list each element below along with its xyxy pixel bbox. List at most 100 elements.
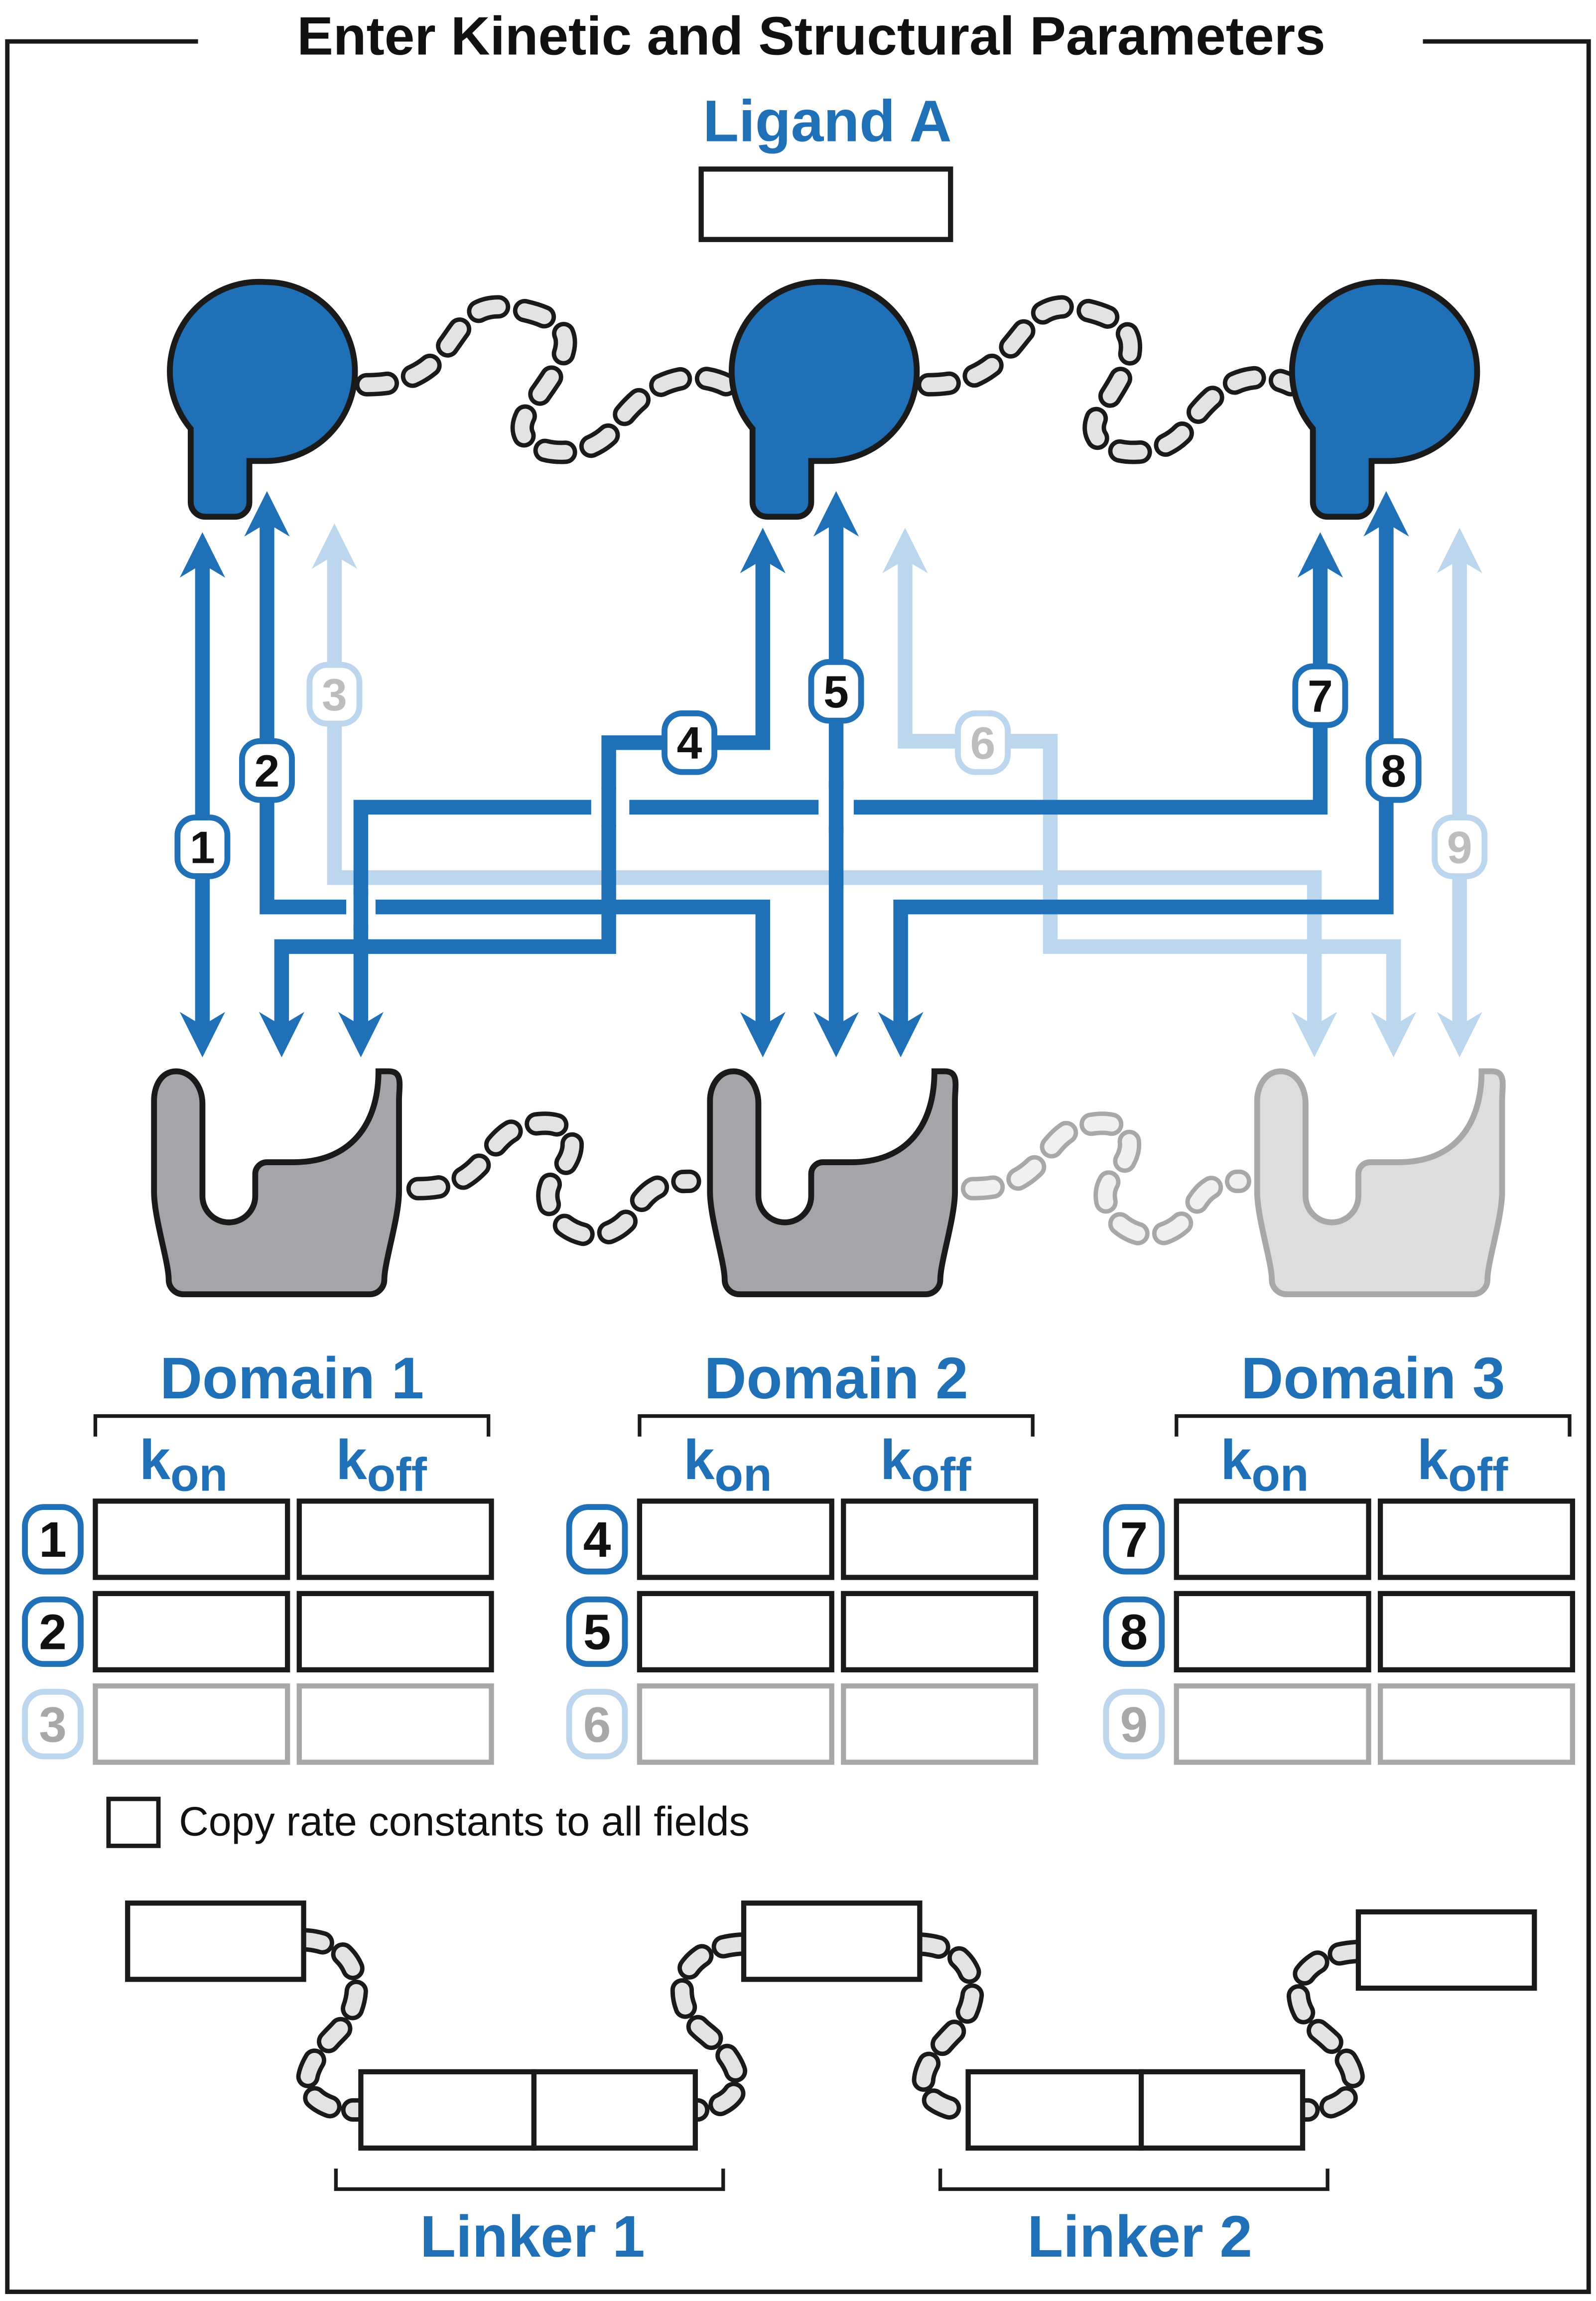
domain-linker-chain-2 [960,1111,1251,1247]
linker-end-field-1[interactable] [125,1900,306,1982]
kon-input-4[interactable] [637,1498,834,1580]
domain-bracket [1175,1414,1572,1437]
domain-bracket [93,1414,491,1437]
linker-2-label: Linker 2 [1027,2203,1252,2269]
domain-title: Domain 3 [1241,1345,1505,1411]
domain-linker-chain-1 [406,1111,701,1247]
koff-input-6[interactable] [841,1683,1039,1765]
koff-input-9[interactable] [1377,1683,1576,1765]
kon-input-9[interactable] [1174,1683,1371,1765]
row-number: 9 [1120,1697,1148,1753]
linker-section-chains [293,1928,1369,2122]
kon-input-8[interactable] [1174,1591,1371,1673]
koff-input-2[interactable] [296,1591,494,1673]
path-badge-4: 4 [662,710,718,775]
kon-input-3[interactable] [93,1683,290,1765]
svg-text:1: 1 [190,822,215,873]
copy-rate-constants-label: Copy rate constants to all fields [179,1799,750,1845]
svg-text:8: 8 [1381,746,1406,797]
rate-row-7: 7 [1103,1498,1576,1580]
linker-1-bracket [334,2168,725,2191]
path-badge-8: 8 [1365,738,1422,803]
koff-input-1[interactable] [296,1498,494,1580]
svg-text:4: 4 [677,718,702,769]
row-number-badge [1103,1596,1165,1667]
copy-rate-constants-checkbox[interactable] [106,1796,161,1848]
ligand-label: Ligand A [703,88,951,153]
domain-title: Domain 1 [160,1345,424,1411]
rate-row-2: 2 [22,1591,494,1673]
row-number: 4 [583,1512,611,1568]
linker-2-bracket [938,2168,1330,2191]
koff-header: koff [880,1429,971,1501]
row-number-badge [22,1504,84,1575]
linker-1-field-a[interactable] [358,2069,537,2151]
row-number-badge [566,1596,628,1667]
path-badge-9: 9 [1432,814,1488,879]
kon-input-2[interactable] [93,1591,290,1673]
svg-text:6: 6 [970,718,996,769]
rate-row-5: 5 [566,1591,1039,1673]
linker-1-field-b[interactable] [531,2069,698,2151]
ligand-name-input[interactable] [698,166,953,242]
row-number-badge [1103,1689,1165,1760]
domain-shape-2 [707,1068,959,1297]
rate-row-6: 6 [566,1683,1039,1765]
domain-bracket [638,1414,1035,1437]
row-number: 6 [583,1697,611,1753]
svg-text:5: 5 [823,667,849,717]
rate-row-3: 3 [22,1683,494,1765]
linker-2-field-b[interactable] [1138,2069,1306,2151]
path-badge-6: 6 [955,710,1011,775]
ligand-linker-chain-2 [917,295,1303,464]
svg-text:9: 9 [1447,822,1472,873]
path-badge-1: 1 [174,814,231,879]
domain-shape-3 [1254,1068,1506,1297]
kon-input-1[interactable] [93,1498,290,1580]
path-badge-3: 3 [306,662,363,727]
rate-row-8: 8 [1103,1591,1576,1673]
linker-1-label: Linker 1 [420,2203,645,2269]
linker-end-field-2[interactable] [741,1900,923,1982]
domain-title: Domain 2 [704,1345,968,1411]
kon-input-5[interactable] [637,1591,834,1673]
koff-input-4[interactable] [841,1498,1039,1580]
panel-title: Enter Kinetic and Structural Parameters [297,6,1325,67]
row-number: 3 [39,1697,67,1753]
rate-row-9: 9 [1103,1683,1576,1765]
ligand-linker-chain-1 [355,295,738,464]
koff-input-8[interactable] [1377,1591,1576,1673]
koff-input-7[interactable] [1377,1498,1576,1580]
koff-input-5[interactable] [841,1591,1039,1673]
row-number: 2 [39,1605,67,1660]
row-number-badge [22,1689,84,1760]
rate-row-4: 4 [566,1498,1039,1580]
kon-header: kon [139,1429,228,1501]
svg-text:3: 3 [322,670,347,720]
path-badge-2: 2 [239,738,295,803]
linker-2-field-a[interactable] [965,2069,1144,2151]
domain-shape-1 [151,1068,403,1297]
row-number-badge [1103,1504,1165,1575]
svg-text:2: 2 [255,746,280,797]
kon-input-7[interactable] [1174,1498,1371,1580]
row-number: 8 [1120,1605,1148,1660]
ligand-head-3 [1289,278,1480,520]
row-number-badge [566,1689,628,1760]
linker-end-field-3[interactable] [1355,1909,1537,1991]
kon-header: kon [1220,1429,1309,1501]
kon-input-6[interactable] [637,1683,834,1765]
frame [5,39,1591,2295]
row-number: 5 [583,1605,611,1660]
path-badge-7: 7 [1292,663,1348,728]
row-number-badge [22,1596,84,1667]
rate-row-1: 1 [22,1498,494,1580]
ligand-head-1 [167,278,358,520]
koff-input-3[interactable] [296,1683,494,1765]
row-number: 1 [39,1512,67,1568]
row-number: 7 [1120,1512,1148,1568]
